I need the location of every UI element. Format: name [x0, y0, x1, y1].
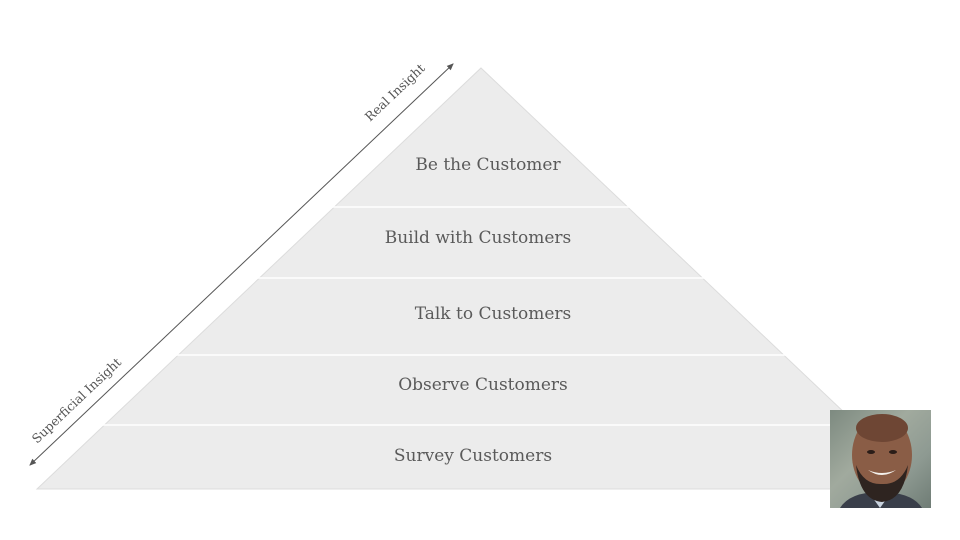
- presenter-photo: [830, 410, 931, 508]
- level-be-the-customer: Be the Customer: [415, 155, 561, 175]
- person-icon: [840, 414, 922, 508]
- level-observe-customers: Observe Customers: [398, 375, 568, 395]
- level-build-with-customers: Build with Customers: [385, 228, 572, 248]
- level-talk-to-customers: Talk to Customers: [415, 304, 572, 324]
- level-survey-customers: Survey Customers: [394, 446, 552, 466]
- real-insight-label: Real Insight: [362, 60, 428, 124]
- insight-axis-arrow: [29, 63, 454, 466]
